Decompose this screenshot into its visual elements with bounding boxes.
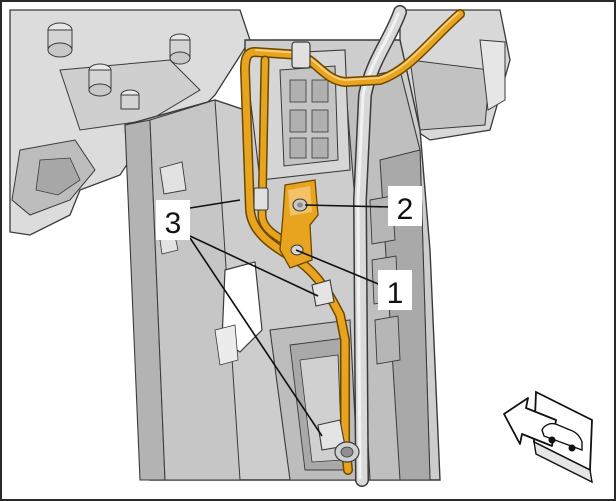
callout-3-label: 3 [165, 207, 182, 240]
lower-grommet [334, 441, 360, 463]
callout-2: 2 [388, 186, 422, 226]
leader-line-3b [189, 235, 319, 297]
orange-cable [240, 9, 465, 475]
cable-clamp-top [291, 41, 311, 69]
car-direction-arrow-icon [503, 390, 593, 484]
callout-1-label: 1 [387, 277, 404, 310]
leader-line-1 [295, 249, 389, 289]
leader-lines [189, 199, 393, 437]
upper-housing [9, 9, 251, 236]
cable-clip-middle [311, 279, 335, 307]
callout-2-label: 2 [397, 193, 414, 226]
ground-bracket [279, 179, 319, 269]
callout-1: 1 [378, 270, 412, 310]
callout-3: 3 [156, 200, 190, 240]
grey-hose [352, 5, 407, 487]
leader-line-2 [304, 204, 393, 208]
leader-line-3a [189, 199, 241, 209]
leader-line-3c [189, 237, 323, 437]
